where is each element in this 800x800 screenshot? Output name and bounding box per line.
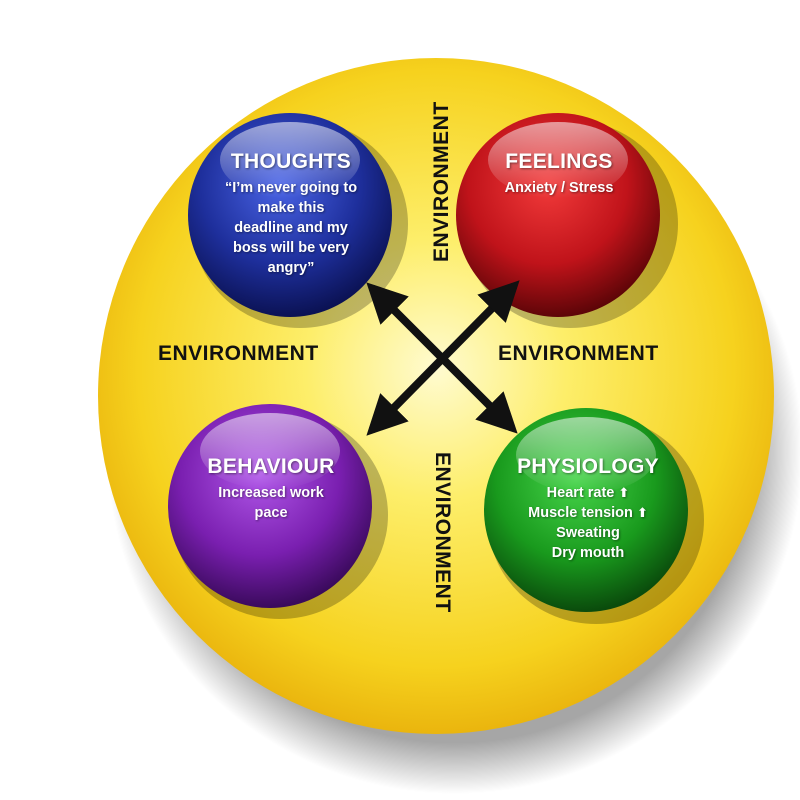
thoughts-text: THOUGHTS “I’m never going to make this d…	[200, 150, 382, 278]
thoughts-line: angry”	[267, 260, 315, 276]
thoughts-body: “I’m never going to make this deadline a…	[200, 178, 382, 278]
environment-label-left: ENVIRONMENT	[158, 342, 319, 365]
heart-rate-label: Heart rate	[546, 485, 615, 501]
physiology-body: Heart rate ⬆ Muscle tension ⬆ Sweating D…	[496, 483, 680, 563]
physiology-line: Muscle tension ⬆	[496, 503, 680, 523]
up-arrow-icon: ⬆	[636, 505, 648, 520]
feelings-line: Anxiety / Stress	[504, 180, 614, 196]
environment-label-right: ENVIRONMENT	[498, 342, 659, 365]
behaviour-line: pace	[254, 505, 288, 521]
thoughts-line: “I’m never going to	[224, 180, 358, 196]
physiology-line: Dry mouth	[551, 545, 625, 561]
physiology-text: PHYSIOLOGY Heart rate ⬆ Muscle tension ⬆…	[496, 455, 680, 563]
behaviour-line: Increased work	[218, 485, 324, 501]
thoughts-line: make this	[257, 200, 325, 216]
up-arrow-icon: ⬆	[618, 485, 630, 500]
muscle-tension-label: Muscle tension	[528, 505, 633, 521]
feelings-body: Anxiety / Stress	[474, 178, 644, 198]
physiology-title: PHYSIOLOGY	[517, 455, 659, 478]
behaviour-body: Increased work pace	[185, 483, 357, 523]
behaviour-text: BEHAVIOUR Increased work pace	[185, 455, 357, 523]
feelings-title: FEELINGS	[505, 150, 613, 173]
physiology-line: Sweating	[556, 525, 620, 541]
feelings-text: FEELINGS Anxiety / Stress	[474, 150, 644, 198]
thoughts-line: boss will be very	[232, 240, 350, 256]
thoughts-line: deadline and my	[234, 220, 348, 236]
arrow-feelings-behaviour	[366, 280, 520, 436]
physiology-line: Heart rate ⬆	[496, 483, 680, 503]
behaviour-title: BEHAVIOUR	[207, 455, 335, 478]
environment-label-top: ENVIRONMENT	[430, 101, 453, 262]
thoughts-title: THOUGHTS	[230, 150, 352, 173]
environment-label-bottom: ENVIRONMENT	[431, 452, 454, 613]
